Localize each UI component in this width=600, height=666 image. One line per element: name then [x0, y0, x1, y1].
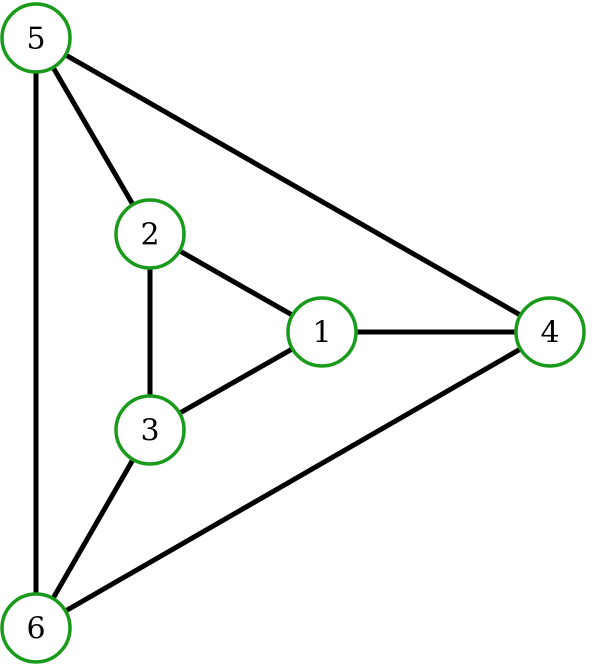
node-1: 1 — [286, 296, 358, 368]
node-4: 4 — [514, 296, 586, 368]
node-circle-4 — [514, 296, 586, 368]
node-label-4: 4 — [540, 316, 559, 351]
nodes-layer: 1 2 3 4 5 6 — [0, 2, 586, 664]
node-label-3: 3 — [140, 414, 159, 449]
node-label-5: 5 — [26, 22, 45, 57]
node-circle-2 — [114, 198, 186, 270]
node-5: 5 — [0, 2, 72, 74]
node-circle-1 — [286, 296, 358, 368]
edge-4-6 — [34, 329, 552, 631]
node-circle-5 — [0, 2, 72, 74]
node-label-2: 2 — [140, 218, 159, 253]
edge-5-2 — [33, 36, 153, 236]
node-label-6: 6 — [26, 612, 45, 647]
edge-5-4 — [34, 35, 552, 335]
node-label-1: 1 — [312, 316, 331, 351]
node-3: 3 — [114, 394, 186, 466]
node-circle-3 — [114, 394, 186, 466]
edge-3-6 — [33, 428, 153, 630]
node-2: 2 — [114, 198, 186, 270]
node-circle-6 — [0, 592, 72, 664]
node-6: 6 — [0, 592, 72, 664]
